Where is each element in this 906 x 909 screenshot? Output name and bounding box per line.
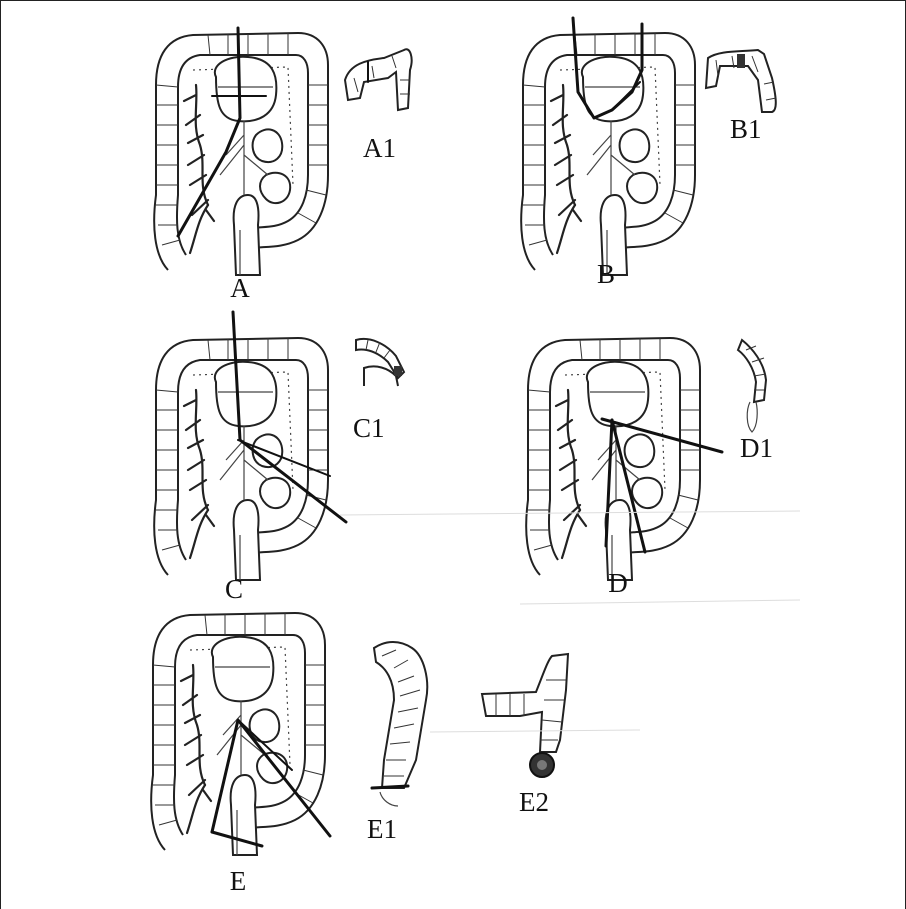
- panel-e: E: [151, 613, 330, 896]
- panel-a: A: [154, 28, 328, 303]
- panel-b: B: [521, 18, 695, 289]
- panel-label-e: E: [230, 866, 247, 896]
- panel-label-b: B: [597, 259, 615, 289]
- panel-c: C: [154, 312, 346, 604]
- inset-label-a1: A1: [363, 133, 396, 163]
- inset-c1: C1: [353, 339, 404, 443]
- inset-e1: E1: [367, 642, 427, 844]
- panel-label-d: D: [608, 568, 628, 598]
- panel-label-c: C: [225, 574, 243, 604]
- inset-a1: A1: [345, 49, 412, 163]
- inset-d1: D1: [738, 340, 773, 463]
- inset-label-c1: C1: [353, 413, 385, 443]
- panel-d: D: [526, 338, 722, 598]
- inset-b1: B1: [706, 50, 776, 144]
- inset-label-e1: E1: [367, 814, 397, 844]
- panel-label-a: A: [230, 273, 250, 303]
- inset-e2: E2: [482, 654, 568, 817]
- inset-label-d1: D1: [740, 433, 773, 463]
- inset-label-b1: B1: [730, 114, 762, 144]
- inset-label-e2: E2: [519, 787, 549, 817]
